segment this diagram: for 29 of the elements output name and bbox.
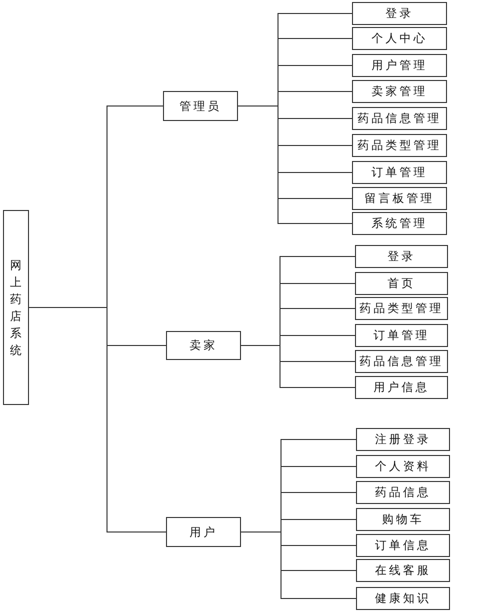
- function-box: 卖家管理: [352, 80, 447, 103]
- function-box: 系统管理: [352, 212, 447, 235]
- function-box: 注册登录: [356, 428, 450, 451]
- function-box: 药品类型管理: [352, 134, 447, 157]
- function-box: 药品信息管理: [352, 107, 447, 130]
- connector-line: [238, 106, 352, 224]
- function-box: 用户信息: [355, 376, 448, 399]
- function-box: 登录: [355, 245, 448, 268]
- function-box: 个人资料: [356, 455, 450, 478]
- function-box: 订单信息: [356, 534, 450, 557]
- function-box: 药品类型管理: [355, 297, 448, 320]
- function-box: 订单管理: [355, 324, 448, 347]
- function-box: 在线客服: [356, 559, 450, 582]
- role-box: 用户: [166, 517, 241, 547]
- role-box: 卖家: [166, 331, 241, 360]
- connector-line: [240, 345, 356, 388]
- function-box: 留言板管理: [352, 187, 447, 210]
- function-box: 登录: [352, 2, 447, 25]
- function-box: 首页: [355, 272, 448, 295]
- system-box: 网上药店系统: [3, 210, 29, 405]
- function-box: 药品信息管理: [355, 350, 448, 373]
- connector-line: [240, 532, 356, 599]
- role-box: 管理员: [163, 91, 238, 121]
- function-box: 个人中心: [352, 27, 447, 50]
- function-box: 订单管理: [352, 161, 447, 184]
- function-box: 健康知识: [356, 587, 450, 610]
- function-box: 药品信息: [356, 481, 450, 504]
- function-box: 用户管理: [352, 54, 447, 77]
- function-box: 购物车: [356, 508, 450, 531]
